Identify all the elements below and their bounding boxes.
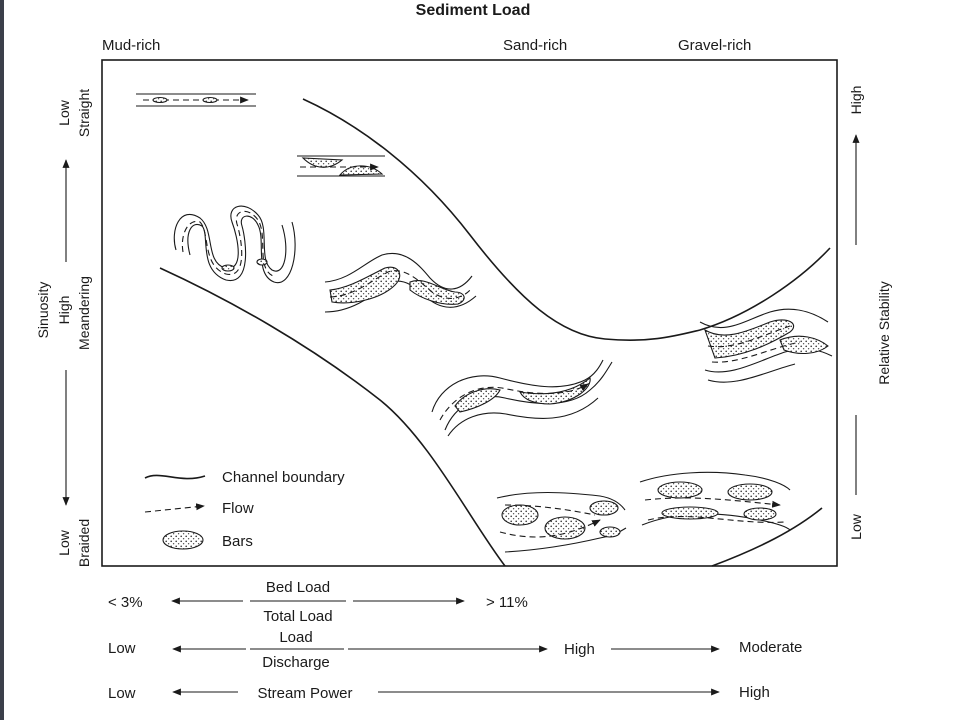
gravel-sinuous-channel-sketch (699, 308, 833, 383)
diagram-frame (101, 59, 838, 567)
bedload-left-value: < 3% (108, 594, 143, 611)
diagram-title: Sediment Load (416, 2, 531, 19)
bedload-numerator: Bed Load (266, 579, 330, 596)
load-discharge-scale: Low Load Discharge High Moderate (108, 629, 802, 671)
sinuosity-straight: Straight (76, 89, 92, 137)
stream-power-scale: Low Stream Power High (108, 684, 770, 702)
sand-transitional-channel-sketch (431, 359, 613, 437)
legend: Channel boundary Flow Bars (144, 469, 345, 550)
legend-flow-arrow (144, 503, 205, 513)
braided-gravel-channel-sketch (639, 471, 791, 531)
legend-bars-label: Bars (222, 533, 253, 550)
load-discharge-left-value: Low (108, 640, 136, 657)
load-discharge-middle-value: High (564, 641, 595, 658)
sinuosity-title: Sinuosity (35, 282, 51, 339)
stream-power-left-value: Low (108, 685, 136, 702)
sinuosity-low-bottom: Low (56, 529, 72, 556)
top-label-mud-rich: Mud-rich (102, 37, 160, 54)
lower-right-boundary-curve (711, 507, 823, 567)
low-sinuosity-channel-sketch (297, 155, 385, 177)
legend-bars-symbol (162, 530, 204, 550)
top-label-gravel-rich: Gravel-rich (678, 37, 751, 54)
sinuosity-axis: Low Straight Sinuosity High Meandering L… (35, 89, 92, 567)
stability-title: Relative Stability (876, 281, 892, 385)
load-discharge-numerator: Load (279, 629, 312, 646)
upper-envelope-curve (302, 98, 831, 341)
stream-power-label: Stream Power (257, 685, 352, 702)
stability-low: Low (848, 513, 864, 540)
sinuosity-high: High (56, 296, 72, 325)
load-discharge-right-value: Moderate (739, 639, 802, 656)
bedload-scale: < 3% Bed Load Total Load > 11% (108, 579, 528, 625)
meandering-mud-channel-sketch (173, 205, 296, 284)
sinuosity-meandering: Meandering (76, 276, 92, 350)
bedload-right-value: > 11% (486, 594, 528, 611)
load-discharge-denominator: Discharge (262, 654, 330, 671)
stability-high: High (848, 86, 864, 115)
meandering-sand-channel-sketch (324, 252, 477, 313)
relative-stability-axis: High Relative Stability Low (848, 86, 892, 540)
straight-channel-sketch (136, 93, 256, 107)
legend-channel-boundary-label: Channel boundary (222, 469, 345, 486)
legend-flow-label: Flow (222, 500, 254, 517)
sinuosity-low-top: Low (56, 99, 72, 126)
lower-envelope-curve (159, 267, 506, 567)
top-label-sand-rich: Sand-rich (503, 37, 567, 54)
legend-channel-boundary-line (144, 474, 206, 480)
braided-sand-channel-sketch (496, 491, 627, 553)
bedload-denominator: Total Load (263, 608, 332, 625)
window-edge-bar (0, 0, 4, 720)
stream-power-right-value: High (739, 684, 770, 701)
sinuosity-braided: Braided (76, 519, 92, 567)
